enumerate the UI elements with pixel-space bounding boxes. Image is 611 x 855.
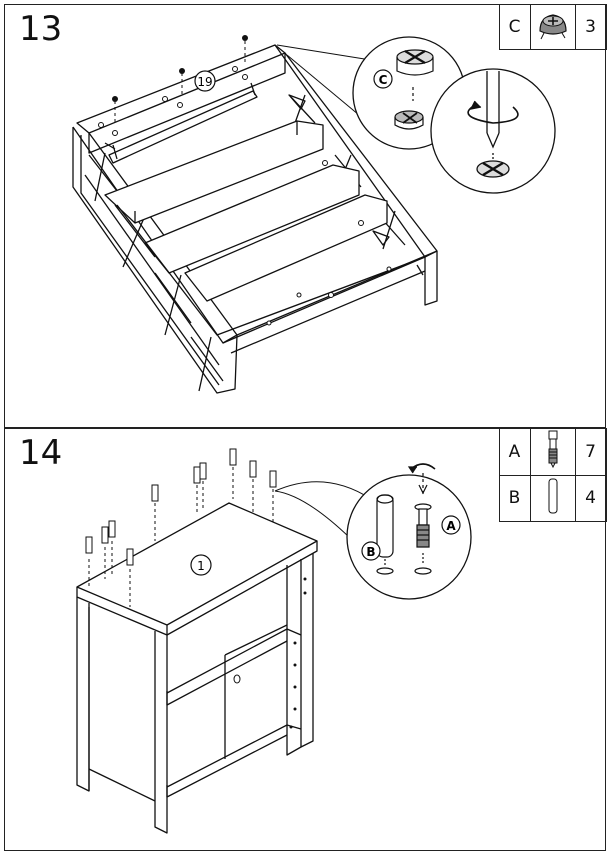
wood-dowel-icon (529, 475, 576, 522)
dowel-insert-callout (346, 474, 472, 600)
part-qty: 3 (574, 3, 607, 50)
screwdriver-callout (430, 68, 556, 194)
callout-label-b: B (366, 545, 375, 559)
step-number: 13 (19, 9, 63, 49)
callout-label-a: A (446, 519, 456, 533)
step-13-panel: 13 C 3 (4, 3, 607, 428)
part-qty: 4 (574, 475, 607, 522)
step-14-panel: 14 A 7 B 4 (4, 427, 607, 851)
cam-lock-icon (529, 3, 576, 50)
dowel-screw-icon (529, 427, 576, 477)
cabinet-diagram: 1 B A (76, 448, 472, 834)
part-label: A (498, 427, 531, 477)
panel-label-1: 1 (197, 559, 205, 573)
parts-table: C 3 (498, 3, 607, 50)
callout-label-c: C (379, 73, 388, 87)
panel-label-19: 19 (197, 75, 212, 89)
parts-table: A 7 B 4 (498, 427, 607, 522)
step-number: 14 (19, 433, 63, 473)
drawer-frame-diagram: 19 C (72, 35, 556, 394)
part-label: C (498, 3, 531, 50)
